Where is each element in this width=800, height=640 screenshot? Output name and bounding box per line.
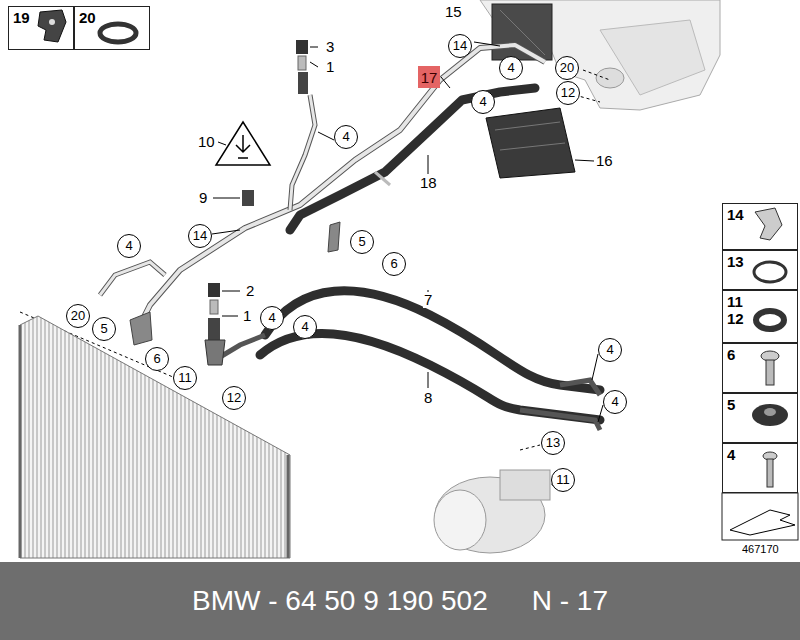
part-box: 19 [8,6,74,50]
callout-number: 12 [727,310,793,327]
callout-number: 13 [727,253,793,270]
callout-number: 4 [268,311,275,325]
callout-circle: 12 [222,386,246,410]
callout-number: 20 [71,309,85,323]
callout-circle: 11 [551,468,575,492]
part-number: BMW - 64 50 9 190 502 [192,585,488,617]
callout-number: 20 [560,61,574,75]
highlight-box: 17 [418,66,440,88]
callout-circle: 20 [66,304,90,328]
callout-circle: 12 [556,81,580,105]
callout-number: 13 [546,436,560,450]
part-label: 9 [198,190,208,206]
callout-number: 14 [453,39,467,53]
callout-number: 14 [727,206,793,223]
callout-number: 4 [301,320,308,334]
part-label: 18 [419,175,438,191]
callout-circle: 4 [334,125,358,149]
callout-number: 4 [611,395,618,409]
callout-number: 12 [561,86,575,100]
part-label: 3 [325,39,335,55]
part-label: 16 [595,153,614,169]
part-box: 20 [74,6,150,50]
callout-number: 17 [421,69,438,86]
callout-number: 5 [100,322,107,336]
callout-circle: 4 [598,338,622,362]
figure-number: 467170 [741,543,780,555]
callout-circle: 4 [260,306,284,330]
callout-circle: 5 [92,317,116,341]
callout-circle: 4 [603,390,627,414]
callout-number: 12 [227,391,241,405]
part-number: N - 17 [532,585,608,617]
part-label: 7 [423,292,433,308]
callout-number: 5 [358,235,365,249]
part-box: 1112 [722,290,798,343]
part-label: 2 [245,283,255,299]
callout-circle: 13 [541,431,565,455]
callout-circle: 11 [173,366,197,390]
part-label: 1 [325,59,335,75]
callout-circle: 4 [471,90,495,114]
part-box: 4 [722,443,798,493]
callout-circle: 20 [555,56,579,80]
callout-circle: 14 [188,224,212,248]
callout-circle: 6 [382,252,406,276]
part-box: 14 [722,203,798,250]
part-label: 15 [444,4,463,20]
callout-circle: 4 [117,234,141,258]
callout-number: 4 [507,61,514,75]
callout-number: 4 [727,446,793,463]
callout-circle: 14 [448,34,472,58]
callout-number: 4 [125,239,132,253]
part-box: 6 [722,343,798,393]
callout-number: 4 [342,130,349,144]
callout-circle: 4 [293,315,317,339]
part-label: 10 [197,134,216,150]
callout-number: 11 [178,371,192,385]
callout-number: 6 [153,352,160,366]
callout-circle: 5 [350,230,374,254]
callout-number: 6 [727,346,793,363]
callout-number: 4 [606,343,613,357]
callout-number: 14 [193,229,207,243]
callout-number: 20 [79,9,145,26]
callout-circle: 6 [145,347,169,371]
part-box: 5 [722,393,798,443]
callout-number: 5 [727,396,793,413]
callout-number: 11 [727,293,793,310]
callout-number: 11 [556,473,570,487]
part-label: 1 [242,308,252,324]
part-box: 13 [722,250,798,290]
callout-number: 6 [390,257,397,271]
callout-number: 4 [479,95,486,109]
callout-circle: 4 [499,56,523,80]
part-label: 8 [423,390,433,406]
footer-band: BMW - 64 50 9 190 502 N - 17 [0,562,800,640]
callout-number: 19 [13,9,69,26]
